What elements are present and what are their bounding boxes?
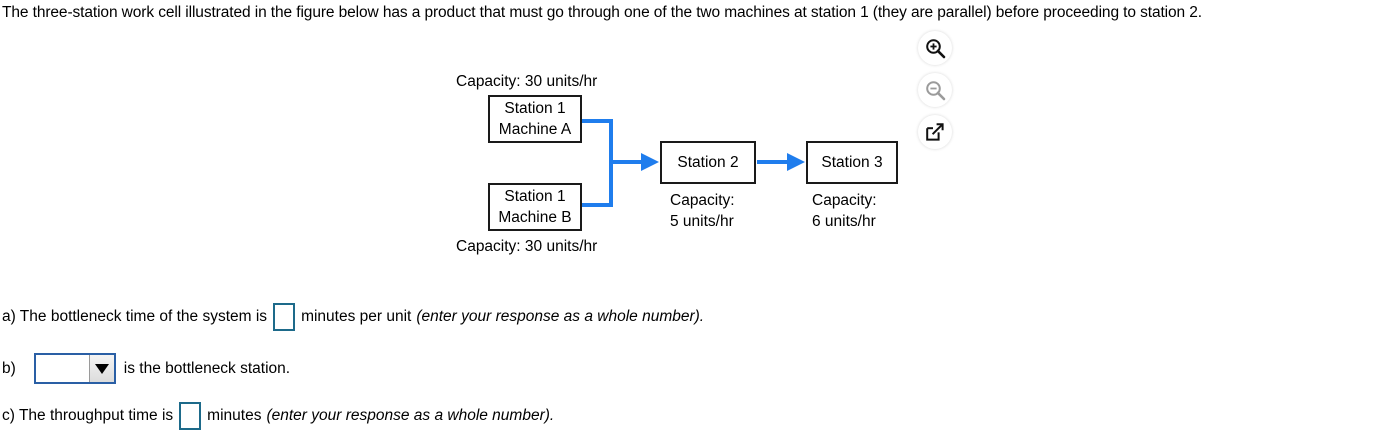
question-a-prefix: a) The bottleneck time of the system is	[2, 308, 268, 325]
capacity-label-station2: Capacity: 5 units/hr	[670, 190, 735, 232]
open-in-new-window-button[interactable]	[913, 111, 957, 153]
node-station1-machine-b: Station 1 Machine B	[488, 183, 582, 231]
answer-input-a[interactable]	[273, 303, 296, 331]
capacity-label-text: Capacity:	[812, 192, 877, 209]
question-c-prefix: c) The throughput time is	[2, 407, 174, 424]
bottleneck-station-dropdown[interactable]	[33, 353, 116, 384]
question-b-prefix: b)	[2, 359, 16, 377]
diagram-connectors	[582, 119, 805, 207]
question-a-suffix: minutes per unit	[301, 308, 412, 325]
capacity-label-text: Capacity:	[670, 192, 735, 209]
question-b-suffix: is the bottleneck station.	[123, 359, 291, 377]
node-label-line2: Machine B	[498, 209, 572, 226]
figure-toolbar	[913, 27, 957, 153]
node-label-line1: Station 1	[504, 188, 566, 205]
question-prompt: The three-station work cell illustrated …	[2, 4, 1203, 21]
zoom-in-icon	[918, 31, 952, 65]
node-label-line1: Station 1	[504, 100, 566, 117]
question-b: b) is the bottleneck station.	[2, 353, 290, 384]
question-c: c) The throughput time is minutes (enter…	[2, 402, 554, 430]
open-in-new-window-icon	[918, 115, 952, 149]
node-station2: Station 2	[660, 141, 756, 184]
node-label-line1: Station 2	[677, 154, 739, 171]
zoom-out-icon	[918, 73, 952, 107]
question-c-hint: (enter your response as a whole number).	[266, 407, 555, 424]
node-label-line1: Station 3	[821, 154, 883, 171]
node-label-line2: Machine A	[498, 121, 572, 138]
dropdown-toggle-button[interactable]	[88, 355, 114, 382]
question-c-suffix: minutes	[207, 407, 262, 424]
zoom-out-button[interactable]	[913, 69, 957, 111]
capacity-value-text: 6 units/hr	[812, 213, 876, 230]
capacity-value-text: 5 units/hr	[670, 213, 734, 230]
capacity-label-station3: Capacity: 6 units/hr	[812, 190, 877, 232]
answer-input-c[interactable]	[179, 402, 202, 430]
capacity-label-machine-b: Capacity: 30 units/hr	[456, 238, 598, 255]
capacity-label-machine-a: Capacity: 30 units/hr	[456, 73, 598, 90]
chevron-down-icon	[94, 363, 109, 374]
node-station3: Station 3	[806, 141, 898, 184]
question-a-hint: (enter your response as a whole number).	[416, 308, 705, 325]
node-station1-machine-a: Station 1 Machine A	[488, 95, 582, 143]
dropdown-selected-value	[35, 355, 89, 382]
work-cell-diagram: Station 1 Machine A Station 1 Machine B …	[0, 0, 1000, 270]
zoom-in-button[interactable]	[913, 27, 957, 69]
question-a: a) The bottleneck time of the system is …	[2, 303, 704, 331]
